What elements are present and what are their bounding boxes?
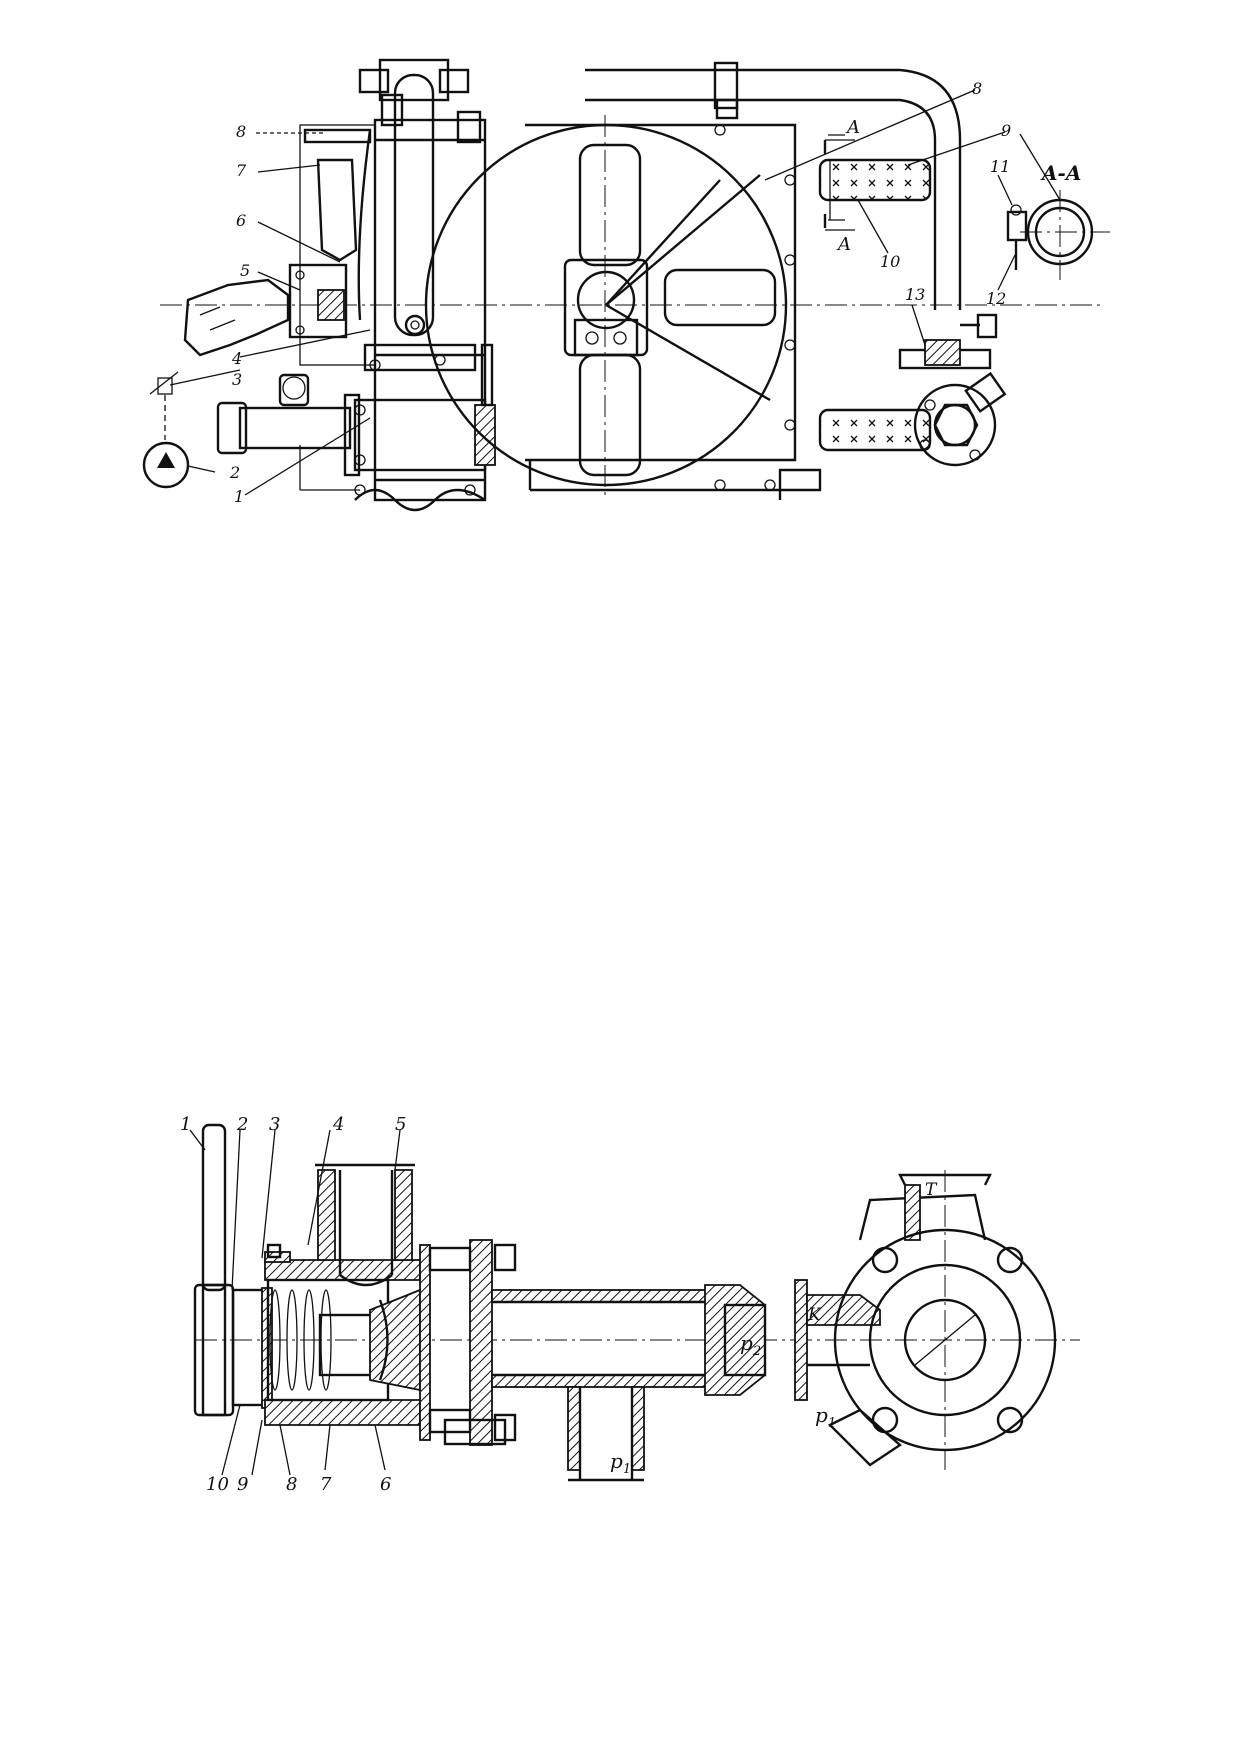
callout-13: 13 <box>905 285 925 304</box>
valve-body <box>794 1173 1057 1467</box>
callout-3: 3 <box>269 1114 280 1135</box>
engine-block <box>142 58 496 512</box>
section-a-a <box>1006 190 1110 280</box>
port-p1-body-label: p1 <box>815 1403 836 1431</box>
port-k-label: K <box>807 1305 822 1325</box>
main-pipe <box>491 1284 767 1482</box>
section-marker-bottom: A <box>836 234 851 255</box>
callout-3: 3 <box>232 370 242 389</box>
callout-6: 6 <box>236 211 246 230</box>
figure-1-callouts: 8 7 6 5 4 3 2 1 8 9 10 11 12 13 <box>229 79 1011 506</box>
callout-1: 1 <box>180 1114 191 1135</box>
port-labels: p2 p1 p1 T K <box>610 1180 938 1477</box>
port-p2-label: p2 <box>740 1331 761 1359</box>
figure-1-cooling-assembly: A A A-A 8 7 6 5 4 <box>142 58 1110 512</box>
upper-pipe <box>585 61 998 339</box>
callout-1: 1 <box>234 487 244 506</box>
callout-8-left: 8 <box>236 122 246 141</box>
section-title: A-A <box>1040 161 1081 185</box>
section-marker: A A A-A <box>823 117 1081 255</box>
callout-10: 10 <box>206 1474 229 1495</box>
port-p1-branch-label: p1 <box>610 1449 631 1477</box>
callout-8: 8 <box>286 1474 297 1495</box>
callout-11: 11 <box>990 157 1010 176</box>
callout-7: 7 <box>236 161 247 180</box>
valve-housing <box>231 1243 421 1426</box>
figure-2-leaders <box>189 1129 401 1476</box>
callout-10: 10 <box>880 252 900 271</box>
valve-handle <box>193 1123 235 1417</box>
callout-9: 9 <box>1001 121 1011 140</box>
figure-1-leaders <box>169 89 1061 496</box>
figure-2-callouts: 1 2 3 4 5 6 7 8 9 10 <box>180 1114 406 1495</box>
callout-6: 6 <box>380 1474 391 1495</box>
inlet-neck <box>315 1163 415 1287</box>
callout-2: 2 <box>229 463 240 482</box>
callout-5: 5 <box>240 261 250 280</box>
callout-2: 2 <box>236 1114 248 1135</box>
radiator-fan <box>424 123 822 500</box>
callout-7: 7 <box>320 1474 332 1495</box>
callout-9: 9 <box>237 1474 248 1495</box>
figure-2-valve-section: 1 2 3 4 5 6 7 8 9 10 p2 p1 p1 T K <box>180 1114 1080 1495</box>
callout-8-right: 8 <box>972 79 982 98</box>
callout-4: 4 <box>332 1114 344 1135</box>
callout-5: 5 <box>395 1114 406 1135</box>
callout-4: 4 <box>231 349 242 368</box>
port-t-label: T <box>925 1180 938 1200</box>
section-marker-top: A <box>845 117 860 138</box>
hoses <box>818 134 1007 467</box>
callout-12: 12 <box>986 289 1006 308</box>
flange-connection <box>419 1239 517 1446</box>
